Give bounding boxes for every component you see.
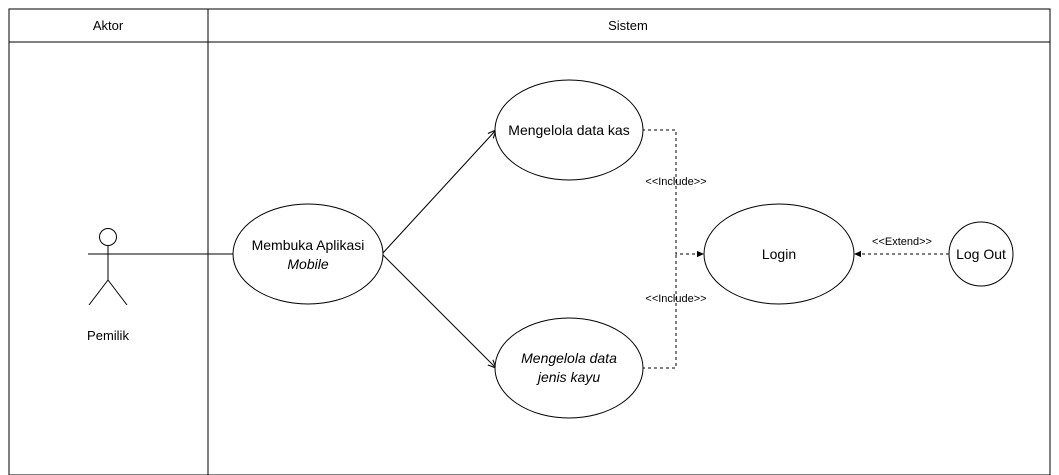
- system-column-header: Sistem: [608, 18, 648, 33]
- use-case-open-app: [232, 203, 384, 305]
- association-arrow-kas: [381, 130, 496, 255]
- use-case-manage-cash-label: Mengelola data kas: [508, 122, 629, 138]
- use-case-open-app-line2: Mobile: [287, 256, 328, 272]
- include-label-top: <<Include>>: [645, 176, 706, 188]
- use-case-manage-cash: [494, 79, 644, 181]
- use-case-manage-wood-line1: Mengelola data: [521, 350, 617, 366]
- actor-figure: [88, 228, 128, 306]
- use-case-logout-label: Log Out: [956, 246, 1006, 262]
- use-case-login-label: Login: [762, 246, 796, 262]
- association-arrow-kayu: [381, 253, 496, 368]
- actor-label: Pemilik: [87, 328, 129, 343]
- use-case-manage-wood-line2: jenis kayu: [536, 369, 600, 385]
- swimlane-frame: [8, 8, 1051, 475]
- extend-label: <<Extend>>: [872, 236, 932, 248]
- include-connector-bottom: [642, 254, 677, 369]
- include-label-bottom: <<Include>>: [645, 293, 706, 305]
- use-case-logout: [948, 221, 1014, 287]
- use-case-manage-wood: [494, 317, 644, 419]
- include-connector-top: [642, 129, 704, 258]
- actor-column-header: Aktor: [93, 18, 124, 33]
- use-case-login: [703, 203, 855, 305]
- use-case-open-app-line1: Membuka Aplikasi: [252, 237, 365, 253]
